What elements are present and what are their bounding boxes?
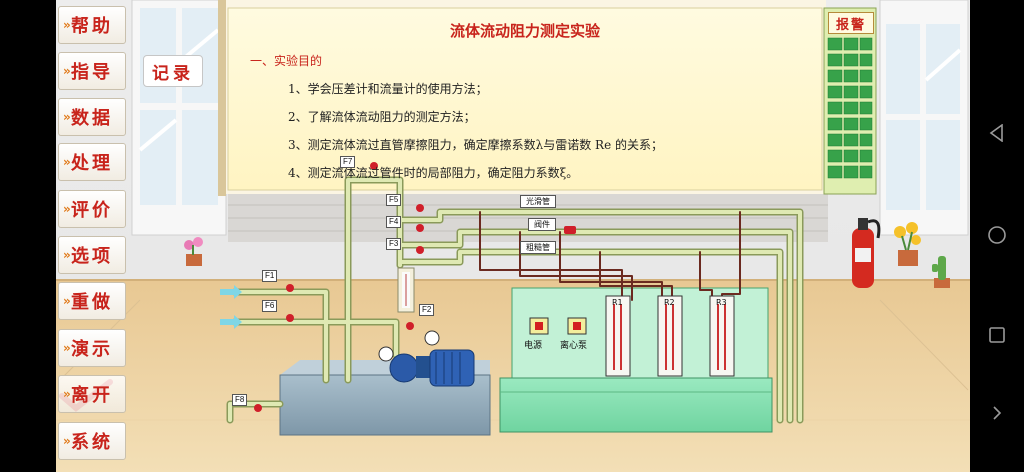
sidebar-item-label: 指导 — [71, 62, 113, 83]
manometer-r1-label: R1 — [612, 298, 623, 307]
forward-icon[interactable] — [982, 398, 1012, 428]
rotameter — [397, 267, 415, 313]
valve-f4-label[interactable]: F4 — [386, 216, 402, 228]
sidebar-item-label: 数据 — [71, 108, 113, 129]
inlet-arrow-icon — [220, 285, 242, 299]
android-nav-bar — [970, 0, 1024, 472]
chevron-right-icon: » — [63, 341, 71, 355]
sidebar-evaluate-button[interactable]: »评价 — [58, 190, 126, 228]
sidebar-process-button[interactable]: »处理 — [58, 143, 126, 181]
sidebar-item-label: 离开 — [71, 385, 113, 406]
sidebar-demo-button[interactable]: »演示 — [58, 329, 126, 367]
rough-pipe-label: 粗糙管 — [520, 241, 556, 254]
chevron-right-icon: » — [63, 387, 71, 401]
objective-line-1: 1、学会压差计和流量计的使用方法； — [288, 82, 488, 96]
alarm-panel — [823, 7, 877, 195]
valve-pipe-label: 阀件 — [528, 218, 556, 231]
chevron-right-icon: » — [63, 110, 71, 124]
sidebar-data-button[interactable]: »数据 — [58, 98, 126, 136]
chevron-right-icon: » — [63, 434, 71, 448]
valve-f6-label[interactable]: F6 — [262, 300, 278, 312]
sidebar-options-button[interactable]: »选项 — [58, 236, 126, 274]
sidebar-help-button[interactable]: »帮助 — [58, 6, 126, 44]
sidebar-item-label: 演示 — [71, 339, 113, 360]
manometer-r3-label: R3 — [716, 298, 727, 307]
power-switch[interactable] — [529, 317, 549, 335]
alarm-label[interactable]: 报警 — [828, 12, 874, 34]
valve-f1-label[interactable]: F1 — [262, 270, 278, 282]
window-left — [131, 0, 227, 236]
section-heading: 一、实验目的 — [250, 54, 323, 68]
back-icon[interactable] — [982, 118, 1012, 148]
flower-pot-icon — [894, 222, 921, 266]
flower-pot-icon — [184, 237, 203, 266]
centrifugal-pump — [378, 330, 475, 387]
recents-icon[interactable] — [982, 320, 1012, 350]
valve-f7-label[interactable]: F7 — [340, 156, 356, 168]
chevron-right-icon: » — [63, 202, 71, 216]
cactus-icon — [932, 256, 950, 288]
board-content: 流体流动阻力测定实验 一、实验目的 1、学会压差计和流量计的使用方法； 2、了解… — [228, 8, 822, 190]
sidebar-exit-button[interactable]: »离开 — [58, 375, 126, 413]
sidebar-item-label: 选项 — [71, 246, 113, 267]
valve-f3-label[interactable]: F3 — [386, 238, 402, 250]
chevron-right-icon: » — [63, 248, 71, 262]
sidebar-guide-button[interactable]: »指导 — [58, 52, 126, 90]
sidebar-redo-button[interactable]: »重做 — [58, 282, 126, 320]
objective-line-2: 2、了解流体流动阻力的测定方法； — [288, 110, 476, 124]
objective-line-3: 3、测定流体流过直管摩擦阻力，确定摩擦系数λ与雷诺数 Re 的关系； — [288, 138, 664, 152]
sidebar-item-label: 处理 — [71, 153, 113, 174]
valve-f8-label[interactable]: F8 — [232, 394, 248, 406]
sidebar-item-label: 评价 — [71, 200, 113, 221]
manometer-r3 — [709, 295, 735, 377]
chevron-right-icon: » — [63, 64, 71, 78]
valve-f5-label[interactable]: F5 — [386, 194, 402, 206]
smooth-pipe-label: 光滑管 — [520, 195, 556, 208]
record-button-label: 记录 — [152, 63, 194, 84]
pump-switch[interactable] — [567, 317, 587, 335]
valve-handles[interactable] — [254, 162, 576, 412]
page-title: 流体流动阻力测定实验 — [449, 22, 600, 40]
home-icon[interactable] — [982, 220, 1012, 250]
record-button[interactable]: 记录 — [143, 55, 203, 87]
window-right — [879, 0, 969, 236]
chevron-right-icon: » — [63, 294, 71, 308]
manometer-r2 — [657, 295, 683, 377]
sidebar-item-label: 系统 — [71, 432, 113, 453]
sidebar-item-label: 帮助 — [71, 16, 113, 37]
chevron-right-icon: » — [63, 155, 71, 169]
sidebar-system-button[interactable]: »系统 — [58, 422, 126, 460]
inlet-arrow-icon — [220, 315, 242, 329]
pump-label: 离心泵 — [560, 341, 588, 351]
manometer-r2-label: R2 — [664, 298, 675, 307]
sidebar-item-label: 重做 — [71, 292, 113, 313]
blackboard — [218, 0, 826, 196]
valve-f2-label[interactable]: F2 — [419, 304, 435, 316]
manometer-r1 — [605, 295, 631, 377]
objective-line-4: 4、测定流体流过管件时的局部阻力，确定阻力系数ξ。 — [288, 166, 579, 180]
power-label: 电源 — [524, 341, 543, 351]
fire-extinguisher-icon — [852, 218, 881, 288]
chevron-right-icon: » — [63, 18, 71, 32]
